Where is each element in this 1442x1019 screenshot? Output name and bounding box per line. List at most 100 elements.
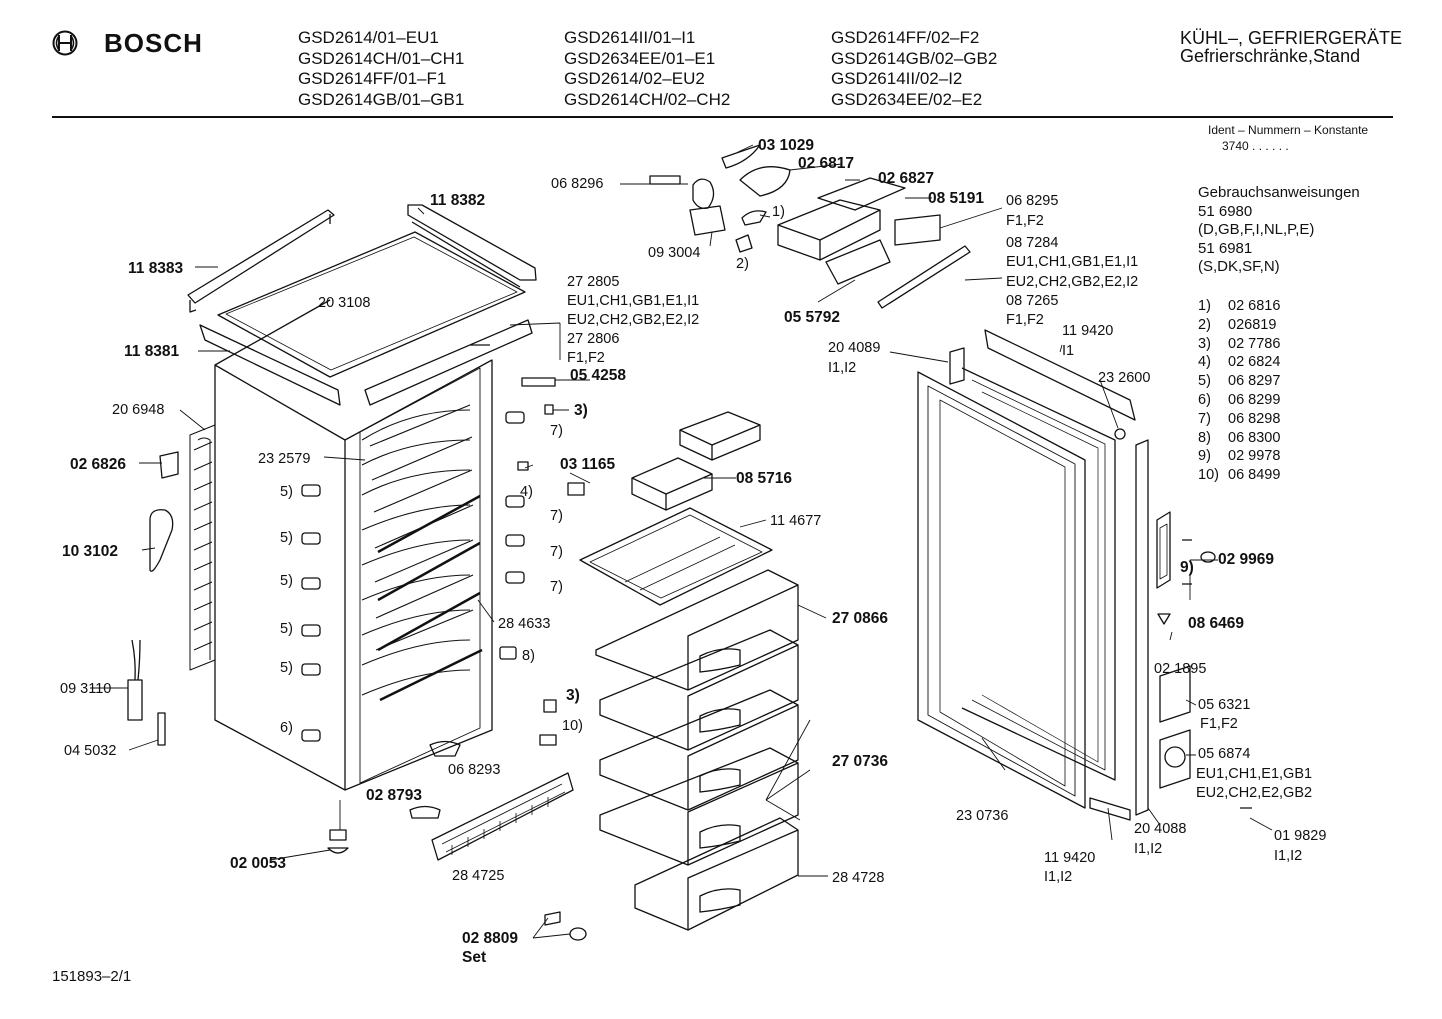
footnote-row: 6)06 8299 <box>1198 391 1280 410</box>
footnote-marker-label: 5) <box>280 660 293 676</box>
part-label: 11 9420 <box>1044 850 1095 866</box>
footnote-row: 4) 02 6824 <box>1198 353 1280 372</box>
part-label: EU1,CH1,GB1,E1,I1 <box>567 293 699 309</box>
footnote-marker: 4) <box>1198 354 1211 371</box>
part-label: 05 6874 <box>1198 746 1250 762</box>
model-name: GSD2614/02–EU2 <box>564 69 705 88</box>
model-name: GSD2614GB/01–GB1 <box>298 89 465 109</box>
part-label: 11 8382 <box>430 192 485 209</box>
part-label: 02 8793 <box>366 787 422 804</box>
manuals-heading: Gebrauchsanweisungen <box>1198 184 1360 201</box>
footnote-row: 2)026819 <box>1198 316 1280 335</box>
model-column-3: GSD2614FF/02–F2 GSD2614GB/02–GB2 GSD2614… <box>831 28 997 110</box>
footnote-part: 026819 <box>1228 316 1277 333</box>
footnote-marker-label: 1) <box>772 204 785 220</box>
part-label: 05 5792 <box>784 309 840 326</box>
glass-shelf <box>579 507 773 606</box>
adjustable-foot <box>327 829 349 854</box>
part-label: 23 0736 <box>956 808 1008 824</box>
part-label: 20 4088 <box>1134 821 1186 837</box>
footnote-part: 06 8297 <box>1228 373 1281 390</box>
model-name: GSD2634EE/02–E2 <box>831 89 983 109</box>
footnote-marker-label: 7) <box>550 579 563 595</box>
manual-number: 51 6980 <box>1198 202 1253 220</box>
footnote-part: 06 8499 <box>1228 467 1281 484</box>
part-label: 05 4258 <box>570 367 626 384</box>
part-label: 06 8296 <box>551 176 603 192</box>
footnote-row: 7)06 8298 <box>1198 410 1280 429</box>
part-label: 11 4677 <box>770 513 821 529</box>
footnote-row: 3)02 7786 <box>1198 335 1280 354</box>
category-line-2: Gefrierschränke,Stand <box>1180 46 1361 66</box>
footnote-marker-label: 5) <box>280 530 293 546</box>
evaporator-coils <box>361 404 474 696</box>
footnote-marker-label: 10) <box>562 718 583 734</box>
part-label: 27 0736 <box>832 753 888 770</box>
part-label: 27 2805 <box>567 274 619 290</box>
part-label: 02 8809 <box>462 930 518 947</box>
part-label: I1,I2 <box>1274 848 1302 864</box>
leader-lines <box>90 144 1273 939</box>
footnote-marker-label: 4) <box>520 484 533 500</box>
part-label: 08 5716 <box>736 470 792 487</box>
part-label: I1,I2 <box>1044 869 1072 885</box>
model-name: GSD2614FF/01–F1 <box>298 69 447 88</box>
bottom-kickplate <box>431 772 574 861</box>
ident-value: 3740 . . . . . . <box>1222 139 1289 153</box>
part-label: 27 2806 <box>567 331 619 347</box>
part-label: F1,F2 <box>567 350 605 366</box>
footnote-part: 06 8300 <box>1228 429 1281 446</box>
footnote-marker: 10) <box>1198 467 1219 484</box>
model-name: GSD2614FF/02–F2 <box>831 28 980 47</box>
part-label: 28 4725 <box>452 868 504 884</box>
freezer-drawers <box>595 569 799 931</box>
ident-block: Ident – Nummern – Konstante 3740 . . . .… <box>1208 122 1368 154</box>
model-name: GSD2614II/02–I2 <box>831 69 963 88</box>
footnote-marker: 1) <box>1198 298 1211 314</box>
shelf-rods <box>377 494 483 702</box>
footnote-marker-label: 5) <box>280 484 293 500</box>
part-label: EU2,CH2,GB2,E2,I2 <box>567 312 699 328</box>
part-label: 02 6826 <box>70 456 126 473</box>
model-name: GSD2614CH/01–CH1 <box>298 48 465 68</box>
part-label: 02 0053 <box>230 855 286 872</box>
door-screws-and-plugs <box>1157 539 1252 809</box>
foot-cap <box>409 805 441 819</box>
footnote-row: 8)06 8300 <box>1198 429 1280 448</box>
drain-pipe <box>149 509 174 572</box>
footnote-marker-label: 8) <box>522 648 535 664</box>
footnote-row: 1)02 6816 <box>1198 297 1280 316</box>
footnote-marker: 5) <box>1198 373 1211 390</box>
part-label: 23 2600 <box>1098 370 1150 386</box>
header-divider <box>52 116 1393 118</box>
model-name: GSD2614/01–EU1 <box>298 28 439 47</box>
footnote-marker-label: 6) <box>280 720 293 736</box>
footnote-marker-label: 3) <box>574 402 588 419</box>
door-assembly <box>917 367 1116 809</box>
part-label: 08 5191 <box>928 190 984 207</box>
part-label: 11 9420 <box>1062 323 1113 339</box>
part-label: 10 3102 <box>62 543 118 560</box>
footnote-row: 9)02 9978 <box>1198 447 1280 466</box>
top-cover-panel <box>217 231 526 378</box>
part-label: 05 6321 <box>1198 697 1250 713</box>
model-name: GSD2614GB/02–GB2 <box>831 48 998 68</box>
footnote-part: 06 8298 <box>1228 410 1281 427</box>
part-label: 08 6469 <box>1188 615 1244 632</box>
footnote-part: 02 9978 <box>1228 448 1281 465</box>
footnote-marker-label: 5) <box>280 621 293 637</box>
thermostat-housing <box>777 177 971 309</box>
part-label: 08 7284 <box>1006 235 1058 251</box>
door-side-rails <box>949 347 1149 821</box>
model-name: GSD2614CH/02–CH2 <box>564 89 731 109</box>
part-label: F1,F2 <box>1200 716 1238 732</box>
model-name: GSD2634EE/01–E1 <box>564 48 716 68</box>
footnote-marker-label: 7) <box>550 544 563 560</box>
part-label: 01 9829 <box>1274 828 1326 844</box>
footnote-part: 02 6824 <box>1228 354 1281 371</box>
part-label: EU1,CH1,GB1,E1,I1 <box>1006 254 1138 270</box>
part-label: F1,F2 <box>1006 213 1044 229</box>
cabinet-body <box>214 299 493 791</box>
category-line-1: KÜHL–, GEFRIERGERÄTE <box>1180 28 1403 48</box>
